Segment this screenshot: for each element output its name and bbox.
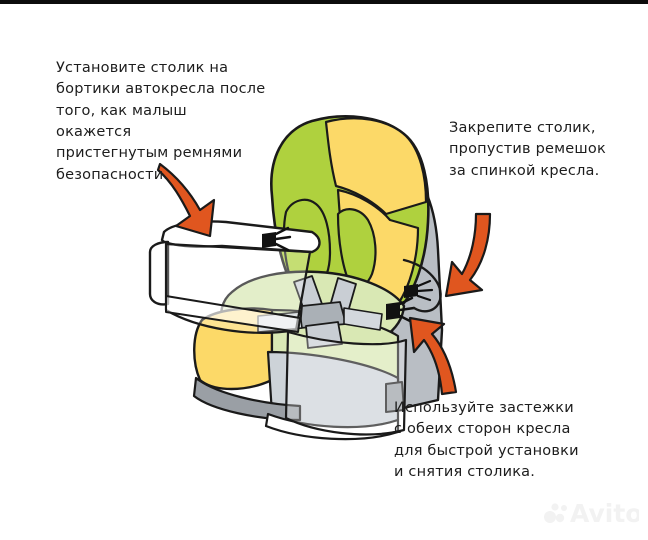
top-black-bar [0,0,648,4]
seat-back-center-panel [324,117,428,216]
seat-bolster-right [336,208,377,290]
avito-logo-dots [544,503,567,523]
rear-strap-buckle-prongs [416,279,434,302]
harness-lap-strap-right [343,307,383,331]
side-clasp-left [262,232,276,248]
avito-watermark: Avito [544,499,639,527]
seat-base-foot [192,376,302,422]
tray-table-front-edge [165,295,301,333]
arrow-to-clasp-icon [408,316,458,396]
side-clasp-right [386,302,400,320]
callout-install-text: Установите столик на бортики автокресла … [56,60,266,183]
rear-strap-buckle [404,284,418,298]
tray-table-right-drop [284,330,408,436]
arrow-to-tray-icon [156,162,216,238]
arrow-to-back-strap-icon [444,212,492,298]
callout-clasps-text: Используйте застежки с обеих сторон крес… [394,400,579,480]
clasp-group [262,226,442,324]
avito-watermark-label: Avito [570,499,639,527]
arrows-group [156,162,492,396]
callout-secure-text: Закрепите столик, пропустив ремешок за с… [449,120,606,179]
seat-group [148,115,444,441]
rear-strap-loop [402,258,442,313]
side-clasp-left-prongs [274,226,292,252]
